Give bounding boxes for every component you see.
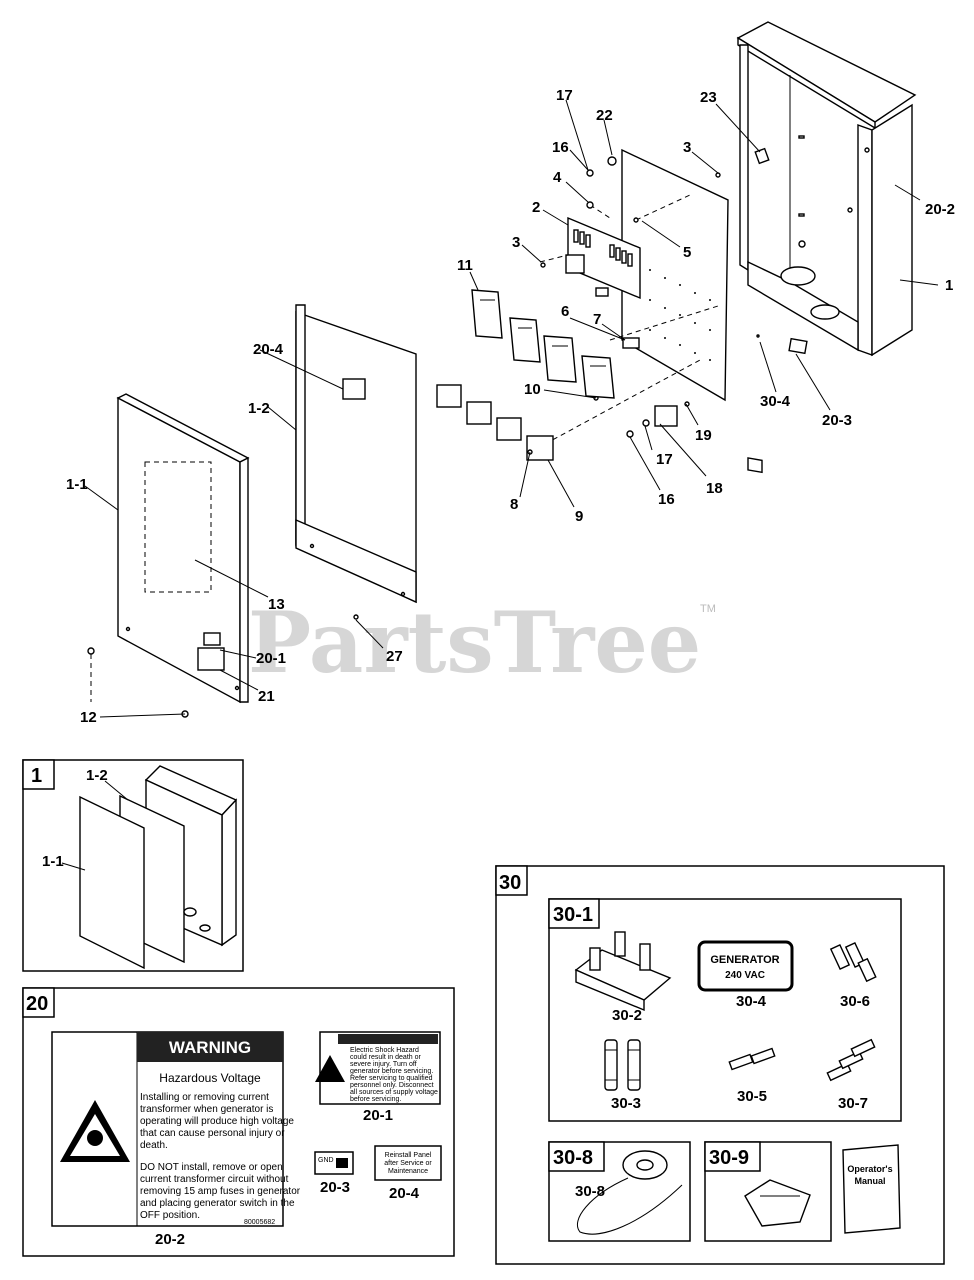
callout-17-top: 17 bbox=[556, 87, 573, 104]
panel-1-2 bbox=[295, 304, 417, 620]
label-20-1: 20-1 bbox=[363, 1107, 393, 1124]
callout-30-4: 30-4 bbox=[760, 393, 791, 410]
voltage-label-text: 240 VAC bbox=[725, 970, 765, 981]
section-1-number: 1 bbox=[31, 765, 42, 787]
warning-decal-word: WARNING bbox=[169, 1038, 251, 1057]
label-20-3: 20-3 bbox=[320, 1179, 350, 1196]
watermark: PartsTree bbox=[248, 593, 701, 692]
callout-16-top: 16 bbox=[552, 139, 569, 156]
callout-5: 5 bbox=[683, 244, 691, 261]
generator-label-text: GENERATOR bbox=[710, 954, 779, 966]
callout-21: 21 bbox=[258, 688, 275, 705]
terminal-blocks-part-9 bbox=[436, 384, 554, 461]
hazard-para1-line4: that can cause personal injury or bbox=[140, 1128, 285, 1139]
decal1-line4: generator before servicing. bbox=[350, 1068, 433, 1075]
decal1-line7: all sources of supply voltage bbox=[350, 1089, 438, 1096]
label-30-3: 30-3 bbox=[611, 1095, 641, 1112]
section-30-1-number: 30-1 bbox=[553, 904, 593, 926]
section-30-box: 30 30-1 30-2 GENERATOR 240 VAC 30-4 30-6… bbox=[495, 865, 945, 1265]
label-30-5: 30-5 bbox=[737, 1088, 767, 1105]
callout-20-2: 20-2 bbox=[925, 201, 955, 218]
callout-16-bottom: 16 bbox=[658, 491, 675, 508]
manual-title-line2: Manual bbox=[854, 1176, 885, 1186]
callout-20-1: 20-1 bbox=[256, 650, 286, 667]
enclosure-part-1 bbox=[736, 21, 939, 357]
callout-22: 22 bbox=[596, 107, 613, 124]
hazard-para1-line1: Installing or removing current bbox=[140, 1092, 269, 1103]
hazard-para2-line2: current transformer circuit without bbox=[140, 1174, 289, 1185]
hazard-para2-line4: and placing generator switch in the bbox=[140, 1198, 295, 1209]
decal1-line2: could result in death or bbox=[350, 1054, 421, 1061]
callout-9: 9 bbox=[575, 508, 583, 525]
decal1-line6: personnel only. Disconnect bbox=[350, 1082, 434, 1089]
callout-1: 1 bbox=[945, 277, 953, 294]
callout-20-3: 20-3 bbox=[822, 412, 852, 429]
callout-7: 7 bbox=[593, 311, 601, 328]
hazard-para2-line3: removing 15 amp fuses in generator bbox=[140, 1186, 301, 1197]
callout-18: 18 bbox=[706, 480, 723, 497]
callout-2: 2 bbox=[532, 199, 540, 216]
decal1-line3: severe injury. Turn off bbox=[350, 1061, 417, 1068]
section-30-9-number: 30-9 bbox=[709, 1147, 749, 1169]
callout-1-1: 1-1 bbox=[66, 476, 88, 493]
callout-27: 27 bbox=[386, 648, 403, 665]
label-30-2: 30-2 bbox=[612, 1007, 642, 1024]
manual-title-line1: Operator's bbox=[847, 1164, 892, 1174]
callout-12: 12 bbox=[80, 709, 97, 726]
hazard-para2-line1: DO NOT install, remove or open bbox=[140, 1162, 283, 1173]
callout-23: 23 bbox=[700, 89, 717, 106]
section-1-label-1-1: 1-1 bbox=[42, 853, 64, 870]
callout-4: 4 bbox=[553, 169, 562, 186]
label-30-4: 30-4 bbox=[736, 993, 767, 1010]
hazard-para2-line5: OFF position. bbox=[140, 1210, 200, 1221]
section-20-number: 20 bbox=[26, 993, 48, 1015]
section-20-box: 20 WARNING Hazardous Voltage Installing … bbox=[22, 987, 455, 1257]
label-30-6: 30-6 bbox=[840, 993, 870, 1010]
hazard-para1-line3: operating will produce high voltage bbox=[140, 1116, 294, 1127]
decal4-line3: Maintenance bbox=[388, 1168, 428, 1175]
callout-3-top: 3 bbox=[683, 139, 691, 156]
callout-8: 8 bbox=[510, 496, 518, 513]
callout-6: 6 bbox=[561, 303, 569, 320]
leader-lines bbox=[84, 99, 831, 718]
panel-1-1 bbox=[87, 393, 250, 718]
decal1-line5: Refer servicing to qualified bbox=[350, 1075, 433, 1082]
decal1-line8: before servicing. bbox=[350, 1096, 401, 1103]
callout-1-2: 1-2 bbox=[248, 400, 270, 417]
section-30-8-number: 30-8 bbox=[553, 1147, 593, 1169]
watermark-tm: TM bbox=[700, 603, 716, 615]
fuse-holders-part-11 bbox=[471, 289, 615, 399]
label-20-2: 20-2 bbox=[155, 1231, 185, 1248]
label-30-7: 30-7 bbox=[838, 1095, 868, 1112]
section-1-box: 1 1-2 1-1 bbox=[22, 759, 244, 972]
section-1-label-1-2: 1-2 bbox=[86, 767, 108, 784]
hazard-para1-line2: transformer when generator is bbox=[140, 1104, 273, 1115]
callout-labels: 17 22 23 16 3 4 2 20-2 5 3 11 1 6 7 20-4… bbox=[66, 87, 955, 726]
hazard-para1-line5: death. bbox=[140, 1140, 168, 1151]
label-20-4: 20-4 bbox=[389, 1185, 420, 1202]
decal4-line1: Reinstall Panel bbox=[385, 1152, 432, 1159]
label-30-8: 30-8 bbox=[575, 1183, 605, 1200]
part-30-6-connectors bbox=[829, 941, 877, 983]
callout-10: 10 bbox=[524, 381, 541, 398]
hazard-title: Hazardous Voltage bbox=[159, 1071, 261, 1085]
callout-3-left: 3 bbox=[512, 234, 520, 251]
callout-17-bottom: 17 bbox=[656, 451, 673, 468]
callout-19: 19 bbox=[695, 427, 712, 444]
decal1-line1: Electric Shock Hazard bbox=[350, 1047, 419, 1054]
callout-20-4: 20-4 bbox=[253, 341, 284, 358]
gnd-text: GND bbox=[318, 1157, 334, 1164]
callout-11: 11 bbox=[457, 257, 473, 274]
decal4-line2: after Service or bbox=[384, 1160, 432, 1167]
section-30-number: 30 bbox=[499, 872, 521, 894]
part-code: 80005682 bbox=[244, 1219, 275, 1226]
mounting-plate bbox=[539, 148, 729, 445]
callout-13: 13 bbox=[268, 596, 285, 613]
